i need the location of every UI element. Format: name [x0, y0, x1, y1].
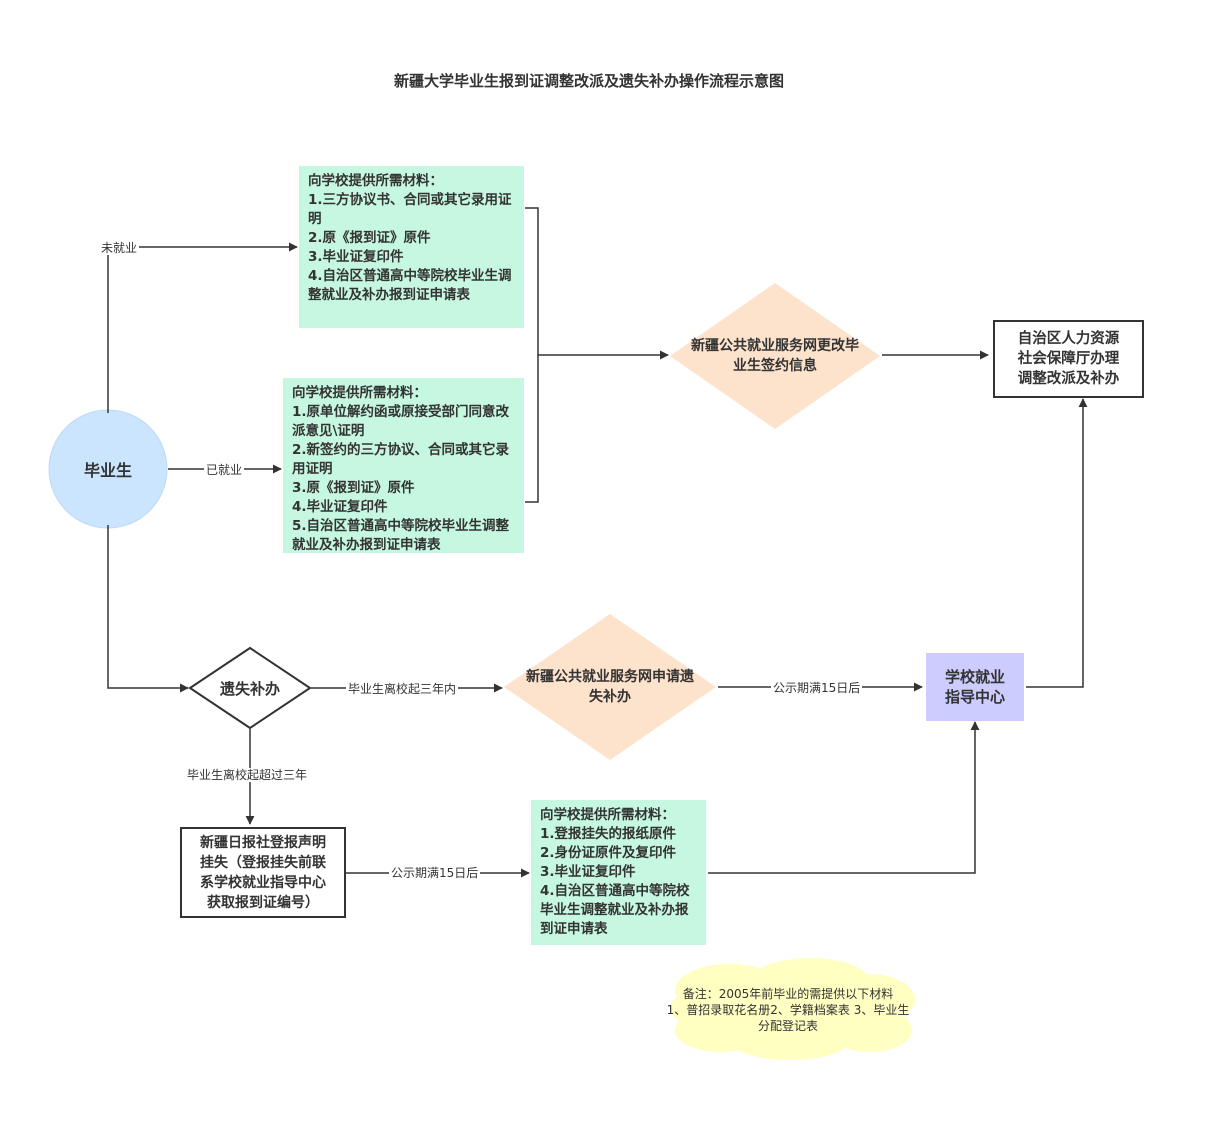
label-employed: 已就业	[204, 463, 245, 477]
change-signing-node: 新疆公共就业服务网更改毕 业生签约信息	[691, 338, 859, 374]
label-over-three-years: 毕业生离校起超过三年	[185, 768, 310, 782]
lost-decision-shape	[188, 646, 312, 730]
change-signing-diamond	[670, 283, 880, 429]
materials-lost-box: 向学校提供所需材料： 1.登报挂失的报纸原件 2.身份证原件及复印件 3.毕业证…	[531, 800, 706, 945]
label-unemployed: 未就业	[99, 241, 140, 255]
bracket-materials	[525, 207, 539, 503]
note-text: 备注：2005年前毕业的需提供以下材料 1、普招录取花名册2、学籍档案表 3、毕…	[666, 987, 910, 1033]
materials-employed-box: 向学校提供所需材料： 1.原单位解约函或原接受部门同意改派意见\证明 2.新签约…	[283, 378, 524, 553]
label-within-three-years: 毕业生离校起三年内	[346, 682, 459, 696]
label-after-publicity-1: 公示期满15日后	[771, 681, 863, 695]
hr-department-box: 自治区人力资源 社会保障厅办理 调整改派及补办	[993, 320, 1144, 398]
edge-graduate-lost	[107, 525, 189, 693]
lost-decision-node: 遗失补办	[219, 679, 280, 698]
newspaper-box: 新疆日报社登报声明 挂失（登报挂失前联 系学校就业指导中心 获取报到证编号）	[180, 827, 346, 918]
edge-center-hr	[1026, 398, 1088, 688]
edge-materials-center	[708, 721, 980, 874]
apply-replacement-diamond	[504, 614, 716, 760]
note-cloud	[670, 958, 915, 1060]
apply-replacement-node: 新疆公共就业服务网申请遗 失补办	[526, 669, 694, 705]
graduate-node: 毕业生	[83, 461, 132, 480]
label-after-publicity-2: 公示期满15日后	[389, 866, 481, 880]
edge-graduate-unemployed	[107, 242, 298, 413]
diagram-title: 新疆大学毕业生报到证调整改派及遗失补办操作流程示意图	[393, 72, 784, 90]
school-center-box: 学校就业 指导中心	[926, 653, 1024, 721]
materials-unemployed-box: 向学校提供所需材料： 1.三方协议书、合同或其它录用证明 2.原《报到证》原件 …	[299, 166, 524, 328]
